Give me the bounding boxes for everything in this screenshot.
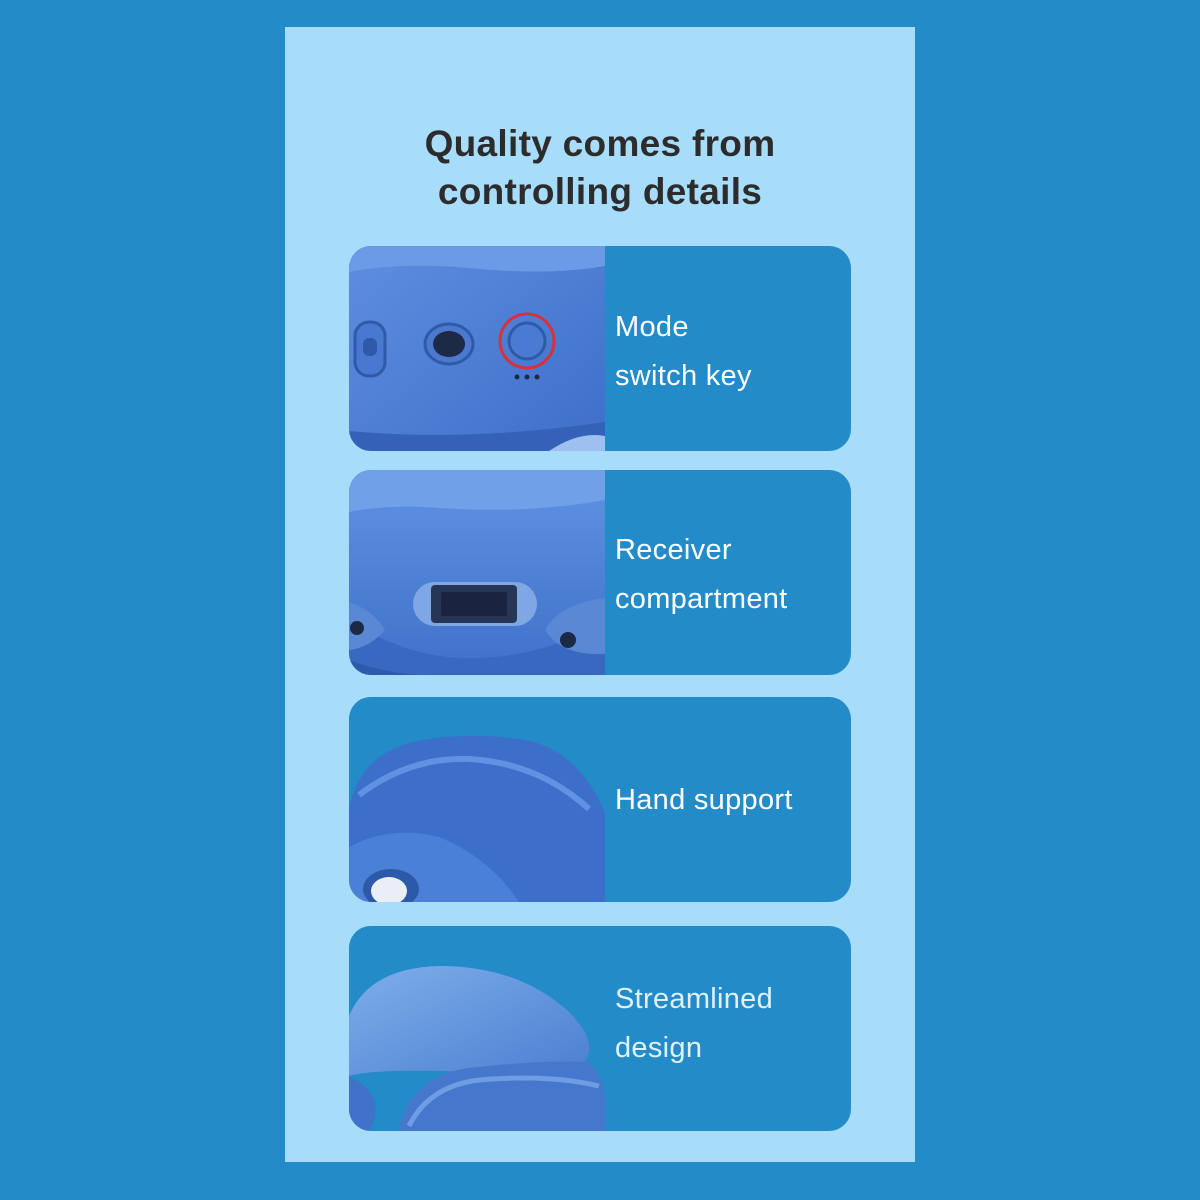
mode-switch-key-photo bbox=[349, 246, 605, 451]
receiver-compartment-photo bbox=[349, 470, 605, 675]
streamlined-design-photo bbox=[349, 926, 605, 1131]
feature-card-hand-support: Hand support bbox=[349, 697, 851, 902]
feature-card-streamlined: Streamlined design bbox=[349, 926, 851, 1131]
feature-card-receiver: Receiver compartment bbox=[349, 470, 851, 675]
hand-support-photo bbox=[349, 697, 605, 902]
feature-label-mode-switch: Mode switch key bbox=[615, 303, 845, 401]
feature-label-line-2: switch key bbox=[615, 360, 752, 392]
headline: Quality comes from controlling details bbox=[285, 120, 915, 216]
feature-label-line-1: Receiver bbox=[615, 534, 732, 566]
feature-label-line-2: compartment bbox=[615, 583, 788, 615]
feature-label-line-2: design bbox=[615, 1032, 703, 1064]
headline-line-2: controlling details bbox=[437, 171, 763, 212]
feature-label-line-1: Hand support bbox=[615, 784, 793, 816]
feature-label-receiver: Receiver compartment bbox=[615, 526, 845, 624]
feature-label-streamlined: Streamlined design bbox=[615, 975, 845, 1073]
headline-line-1: Quality comes from bbox=[424, 123, 776, 164]
details-panel: Quality comes from controlling details bbox=[285, 27, 915, 1162]
feature-label-line-1: Mode bbox=[615, 311, 689, 343]
feature-label-line-1: Streamlined bbox=[615, 983, 774, 1015]
feature-card-mode-switch: Mode switch key bbox=[349, 246, 851, 451]
feature-label-hand-support: Hand support bbox=[615, 776, 845, 825]
